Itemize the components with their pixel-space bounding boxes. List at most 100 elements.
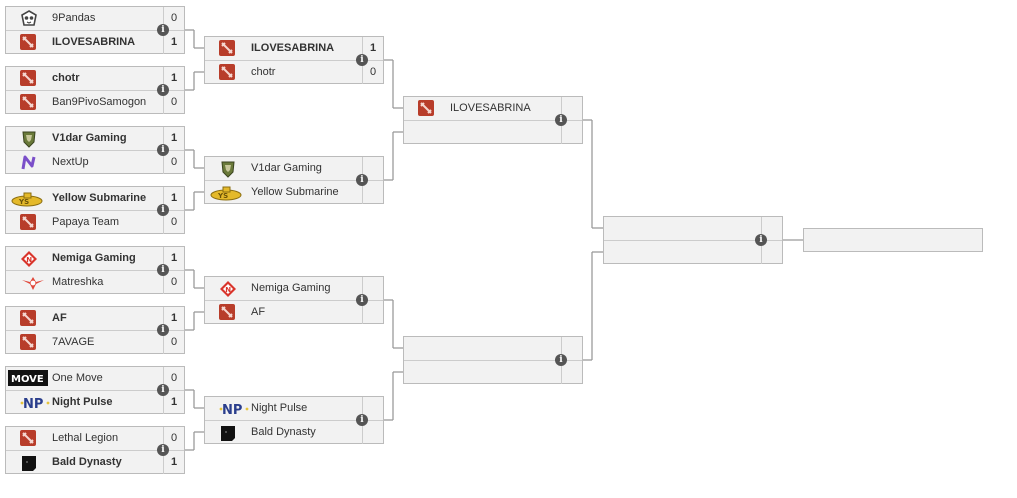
- svg-text:N: N: [225, 286, 231, 294]
- match-info-icon[interactable]: i: [157, 24, 169, 36]
- team-score: 1: [163, 451, 184, 474]
- team-name: Nemiga Gaming: [52, 252, 136, 264]
- team-score: 1: [163, 187, 184, 210]
- team-score: 1: [163, 247, 184, 270]
- dota-icon: [219, 304, 241, 321]
- team-name: Matreshka: [52, 276, 104, 288]
- match-info-icon[interactable]: i: [356, 294, 368, 306]
- dota-icon: [20, 334, 42, 351]
- team-row[interactable]: [404, 337, 582, 361]
- match-info-icon[interactable]: i: [555, 114, 567, 126]
- team-score: [362, 301, 383, 324]
- match-info-icon[interactable]: i: [157, 384, 169, 396]
- team-row[interactable]: ILOVESABRINA: [404, 97, 582, 121]
- svg-text:MOVE: MOVE: [11, 374, 44, 385]
- match-info-icon[interactable]: i: [356, 54, 368, 66]
- match-info-icon[interactable]: i: [157, 204, 169, 216]
- team-name: Yellow Submarine: [251, 186, 339, 198]
- team-row[interactable]: ILOVESABRINA 1: [205, 37, 383, 61]
- team-name: ILOVESABRINA: [450, 102, 531, 114]
- panda-icon: [20, 10, 42, 27]
- team-score: [362, 397, 383, 420]
- team-row[interactable]: Bald Dynasty: [205, 421, 383, 444]
- team-score: [761, 241, 782, 264]
- team-score: 1: [362, 37, 383, 60]
- svg-text:NP: NP: [222, 403, 242, 418]
- team-name: Nemiga Gaming: [251, 282, 331, 294]
- team-name: One Move: [52, 372, 103, 384]
- bald-icon: [219, 424, 241, 441]
- team-score: 0: [163, 91, 184, 114]
- team-row[interactable]: Bald Dynasty 1: [6, 451, 184, 474]
- bald-icon: [20, 454, 42, 471]
- match-info-icon[interactable]: i: [356, 414, 368, 426]
- match-info-icon[interactable]: i: [157, 144, 169, 156]
- team-row[interactable]: V1dar Gaming 1: [6, 127, 184, 151]
- match-info-icon[interactable]: i: [157, 264, 169, 276]
- team-row[interactable]: [604, 217, 782, 241]
- team-name: Papaya Team: [52, 216, 120, 228]
- team-row[interactable]: AF: [205, 301, 383, 324]
- match-info-icon[interactable]: i: [157, 324, 169, 336]
- svg-text:YS: YS: [18, 198, 29, 206]
- match-info-icon[interactable]: i: [157, 444, 169, 456]
- team-score: 0: [163, 367, 184, 390]
- team-row[interactable]: [404, 121, 582, 144]
- matreshka-icon: [20, 274, 44, 291]
- submarine-icon: YS: [10, 190, 43, 207]
- match-info-icon[interactable]: i: [356, 174, 368, 186]
- dota-icon: [418, 100, 440, 117]
- team-row[interactable]: Ban9PivoSamogon 0: [6, 91, 184, 114]
- team-row[interactable]: [404, 361, 582, 384]
- team-score: [362, 157, 383, 180]
- team-score: [561, 337, 582, 360]
- match-info-icon[interactable]: i: [555, 354, 567, 366]
- team-score: 1: [163, 67, 184, 90]
- team-score: 1: [163, 391, 184, 414]
- dota-icon: [219, 64, 241, 81]
- match-info-icon[interactable]: i: [755, 234, 767, 246]
- team-score: 0: [163, 331, 184, 354]
- team-name: V1dar Gaming: [251, 162, 322, 174]
- team-name: NextUp: [52, 156, 89, 168]
- team-score: [362, 181, 383, 204]
- team-name: Ban9PivoSamogon: [52, 96, 147, 108]
- team-row[interactable]: V1dar Gaming: [205, 157, 383, 181]
- team-row[interactable]: [604, 241, 782, 264]
- match-box: [603, 216, 783, 264]
- team-name: Bald Dynasty: [52, 456, 122, 468]
- dota-icon: [20, 94, 42, 111]
- team-name: AF: [251, 306, 266, 318]
- dota-icon: [20, 430, 42, 447]
- dota-icon: [219, 40, 241, 57]
- team-name: V1dar Gaming: [52, 132, 127, 144]
- team-score: [761, 217, 782, 240]
- team-row[interactable]: N Nemiga Gaming: [205, 277, 383, 301]
- match-info-icon[interactable]: i: [157, 84, 169, 96]
- team-row[interactable]: MOVE One Move 0: [6, 367, 184, 391]
- team-score: 1: [163, 127, 184, 150]
- team-name: ILOVESABRINA: [251, 42, 335, 54]
